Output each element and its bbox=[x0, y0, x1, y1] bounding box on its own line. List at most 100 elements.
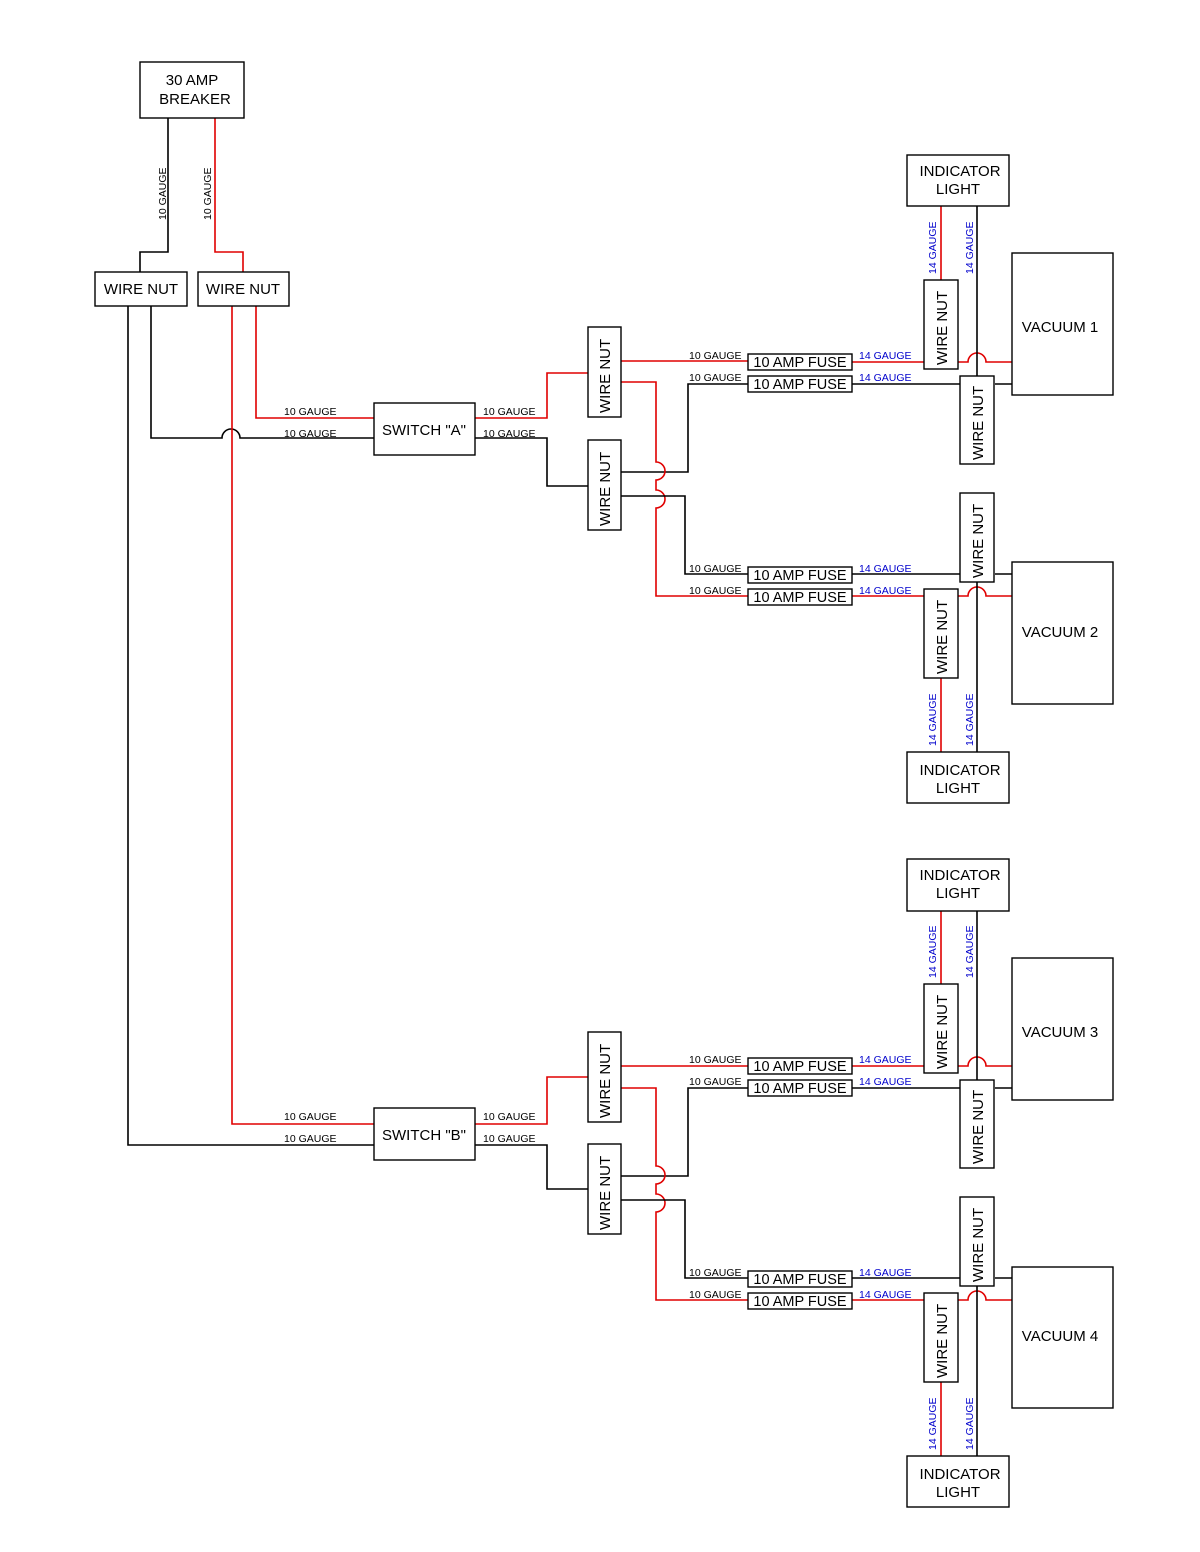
wire-nut-label: WIRE NUT bbox=[597, 452, 614, 526]
wire-nut-label: WIRE NUT bbox=[597, 339, 614, 413]
component-box bbox=[139, 61, 245, 119]
fuse-v1-black bbox=[747, 375, 853, 393]
vacuum-label: VACUUM 3 bbox=[1022, 1024, 1098, 1041]
wire-nut-v2-red bbox=[923, 588, 959, 679]
fuse-v1-red bbox=[747, 353, 853, 371]
black-wire bbox=[621, 495, 748, 575]
gauge-10-label: 10 GAUGE bbox=[689, 372, 742, 384]
wire-nut-label: WIRE NUT bbox=[970, 1090, 987, 1164]
black-wire bbox=[475, 1144, 588, 1190]
switch-a-label: SWITCH "A" bbox=[382, 422, 466, 439]
fuse-label: 10 AMP FUSE bbox=[753, 355, 847, 371]
wire-nut-v2-black bbox=[959, 492, 995, 583]
gauge-10-label: 10 GAUGE bbox=[284, 428, 337, 440]
gauge-10-label: 10 GAUGE bbox=[284, 1133, 337, 1145]
fuse-label: 10 AMP FUSE bbox=[753, 590, 847, 606]
red-wire bbox=[475, 372, 588, 419]
gauge-10-label: 10 GAUGE bbox=[689, 1054, 742, 1066]
component-box bbox=[197, 271, 290, 307]
fuse-label: 10 AMP FUSE bbox=[753, 568, 847, 584]
fuse-v4-black bbox=[747, 1270, 853, 1288]
fuse-v3-black bbox=[747, 1079, 853, 1097]
vacuum-2 bbox=[1011, 561, 1114, 705]
vacuum-3 bbox=[1011, 957, 1114, 1101]
breaker-label-1: 30 AMP bbox=[166, 72, 219, 89]
indicator-light-label: INDICATOR bbox=[919, 867, 1000, 884]
wire-nut-a-red bbox=[587, 326, 622, 418]
black-wire bbox=[621, 1087, 748, 1177]
wire-nut-v1-red bbox=[923, 279, 959, 370]
wire-nut-v3-red bbox=[923, 983, 959, 1074]
feeder-wires bbox=[127, 118, 374, 1146]
red-wire bbox=[958, 1290, 1012, 1301]
gauge-10-label: 10 GAUGE bbox=[483, 406, 536, 418]
vacuum-4 bbox=[1011, 1266, 1114, 1409]
wire-nut-label: WIRE NUT bbox=[934, 995, 951, 1069]
wire-nut-v4-black bbox=[959, 1196, 995, 1287]
gauge-10-label: 10 GAUGE bbox=[483, 428, 536, 440]
gauge-14-label: 14 GAUGE bbox=[964, 221, 976, 274]
switch-b bbox=[373, 1107, 476, 1161]
gauge-14-label: 14 GAUGE bbox=[859, 350, 912, 362]
gauge-14-label: 14 GAUGE bbox=[927, 925, 939, 978]
gauge-14-label: 14 GAUGE bbox=[859, 1054, 912, 1066]
red-wire bbox=[958, 1056, 1012, 1067]
wire-nut-main-black: WIRE NUT bbox=[94, 271, 188, 307]
wire-nut-v4-red bbox=[923, 1292, 959, 1383]
gauge-14-label: 14 GAUGE bbox=[859, 372, 912, 384]
vacuum-label: VACUUM 4 bbox=[1022, 1328, 1098, 1345]
gauge-10-label: 10 GAUGE bbox=[689, 585, 742, 597]
black-wire bbox=[150, 306, 374, 439]
gauge-14-label: 14 GAUGE bbox=[859, 1267, 912, 1279]
component-box bbox=[94, 271, 188, 307]
gauge-10-label: 10 GAUGE bbox=[483, 1133, 536, 1145]
black-wire bbox=[475, 437, 588, 487]
red-wire bbox=[958, 352, 1012, 363]
wire-nut-label: WIRE NUT bbox=[970, 1208, 987, 1282]
fuse-label: 10 AMP FUSE bbox=[753, 377, 847, 393]
indicator-light-2 bbox=[906, 751, 1010, 804]
fuse-label: 10 AMP FUSE bbox=[753, 1081, 847, 1097]
gauge-10-label: 10 GAUGE bbox=[483, 1111, 536, 1123]
gauge-14-label: 14 GAUGE bbox=[859, 563, 912, 575]
black-wire bbox=[621, 383, 748, 473]
red-wire bbox=[475, 1076, 588, 1125]
switch-a bbox=[373, 402, 476, 456]
gauge-10-label: 10 GAUGE bbox=[689, 1267, 742, 1279]
fuse-v2-black bbox=[747, 566, 853, 584]
gauge-10-label: 10 GAUGE bbox=[689, 350, 742, 362]
fuse-v2-red bbox=[747, 588, 853, 606]
gauge-10-label: 10 GAUGE bbox=[689, 1076, 742, 1088]
wire-nut-b-red bbox=[587, 1031, 622, 1123]
switch-b-group: SWITCH "B" WIRE NUT WIRE NUT 10 AMP FUSE… bbox=[373, 858, 1114, 1508]
wire-nut-a-black bbox=[587, 439, 622, 531]
gauge-14-label: 14 GAUGE bbox=[964, 1397, 976, 1450]
gauge-14-label: 14 GAUGE bbox=[859, 1289, 912, 1301]
fuse-label: 10 AMP FUSE bbox=[753, 1294, 847, 1310]
switch-b-input-labels: 10 GAUGE 10 GAUGE bbox=[284, 1111, 337, 1145]
wire-nut-label: WIRE NUT bbox=[934, 1304, 951, 1378]
red-wire bbox=[255, 306, 374, 419]
wire-nut-b-black bbox=[587, 1143, 622, 1235]
indicator-light-label: LIGHT bbox=[936, 780, 980, 797]
wire-nut-label: WIRE NUT bbox=[104, 281, 178, 298]
indicator-light-label: INDICATOR bbox=[919, 762, 1000, 779]
indicator-light-label: INDICATOR bbox=[919, 1466, 1000, 1483]
gauge-14-label: 14 GAUGE bbox=[859, 1076, 912, 1088]
gauge-10-label: 10 GAUGE bbox=[284, 1111, 337, 1123]
wire-nut-label: WIRE NUT bbox=[934, 600, 951, 674]
wire-nut-label: WIRE NUT bbox=[970, 386, 987, 460]
wire-nut-label: WIRE NUT bbox=[597, 1044, 614, 1118]
wire-nut-label: WIRE NUT bbox=[934, 291, 951, 365]
gauge-label-breaker-red: 10 GAUGE bbox=[202, 167, 214, 220]
fuse-label: 10 AMP FUSE bbox=[753, 1059, 847, 1075]
indicator-light-3 bbox=[906, 858, 1010, 912]
red-wire bbox=[958, 586, 1012, 597]
gauge-14-label: 14 GAUGE bbox=[859, 585, 912, 597]
fuse-label: 10 AMP FUSE bbox=[753, 1272, 847, 1288]
wire-nut-main-red: WIRE NUT bbox=[197, 271, 290, 307]
indicator-light-label: LIGHT bbox=[936, 181, 980, 198]
switch-b-label: SWITCH "B" bbox=[382, 1127, 466, 1144]
red-wire bbox=[621, 1087, 748, 1301]
